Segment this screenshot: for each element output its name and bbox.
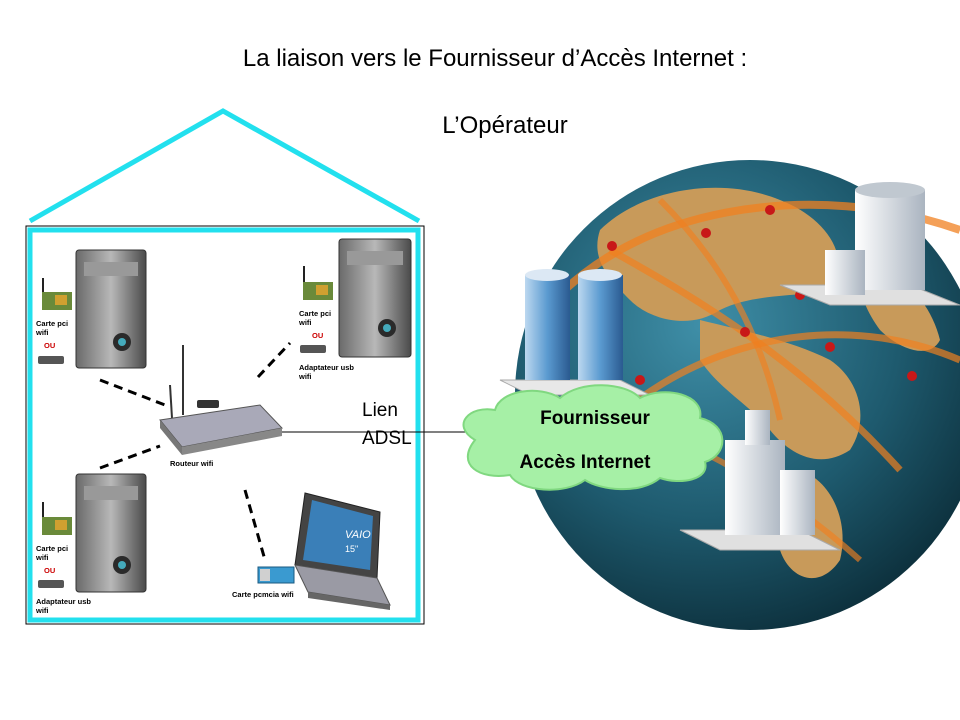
- svg-text:OU: OU: [44, 341, 55, 350]
- building-office-center: [679, 410, 841, 551]
- wifi-router: Routeur wifi: [159, 345, 283, 468]
- adsl-label-line2: ADSL: [362, 428, 412, 449]
- svg-text:Carte pci: Carte pci: [299, 309, 331, 318]
- svg-text:15": 15": [345, 544, 358, 554]
- slide-title: La liaison vers le Fournisseur d’Accès I…: [242, 45, 748, 72]
- pc-tower-top-left: Carte pci wifi OU: [35, 249, 147, 369]
- svg-text:Carte pcmcia wifi: Carte pcmcia wifi: [232, 590, 294, 599]
- laptop: VAIO 15" Carte pcmcia wifi: [232, 492, 391, 610]
- svg-text:OU: OU: [44, 566, 55, 575]
- svg-text:wifi: wifi: [35, 606, 49, 615]
- svg-text:Carte pci: Carte pci: [36, 319, 68, 328]
- adsl-label-line1: Lien: [362, 400, 398, 421]
- cloud-label-line1: Fournisseur: [540, 408, 650, 429]
- svg-text:wifi: wifi: [35, 553, 49, 562]
- svg-text:Routeur wifi: Routeur wifi: [170, 459, 213, 468]
- building-towers-left: [499, 269, 651, 396]
- pc-tower-bottom-left: Carte pci wifi OU Adaptateur usb wifi: [35, 473, 147, 615]
- svg-text:OU: OU: [312, 331, 323, 340]
- svg-text:wifi: wifi: [298, 372, 312, 381]
- svg-text:Carte pci: Carte pci: [36, 544, 68, 553]
- svg-text:Adaptateur usb: Adaptateur usb: [299, 363, 354, 372]
- building-skyscrapers-right: [779, 182, 960, 306]
- svg-text:wifi: wifi: [298, 318, 312, 327]
- wifi-links: [99, 341, 292, 561]
- pc-tower-top-right: Carte pci wifi OU Adaptateur usb wifi: [298, 238, 412, 381]
- svg-text:Adaptateur usb: Adaptateur usb: [36, 597, 91, 606]
- cloud-label-line2: Accès Internet: [519, 452, 651, 473]
- svg-text:wifi: wifi: [35, 328, 49, 337]
- isp-cloud: [462, 384, 724, 491]
- svg-text:VAIO: VAIO: [345, 529, 371, 541]
- slide-subtitle: L’Opérateur: [442, 112, 568, 139]
